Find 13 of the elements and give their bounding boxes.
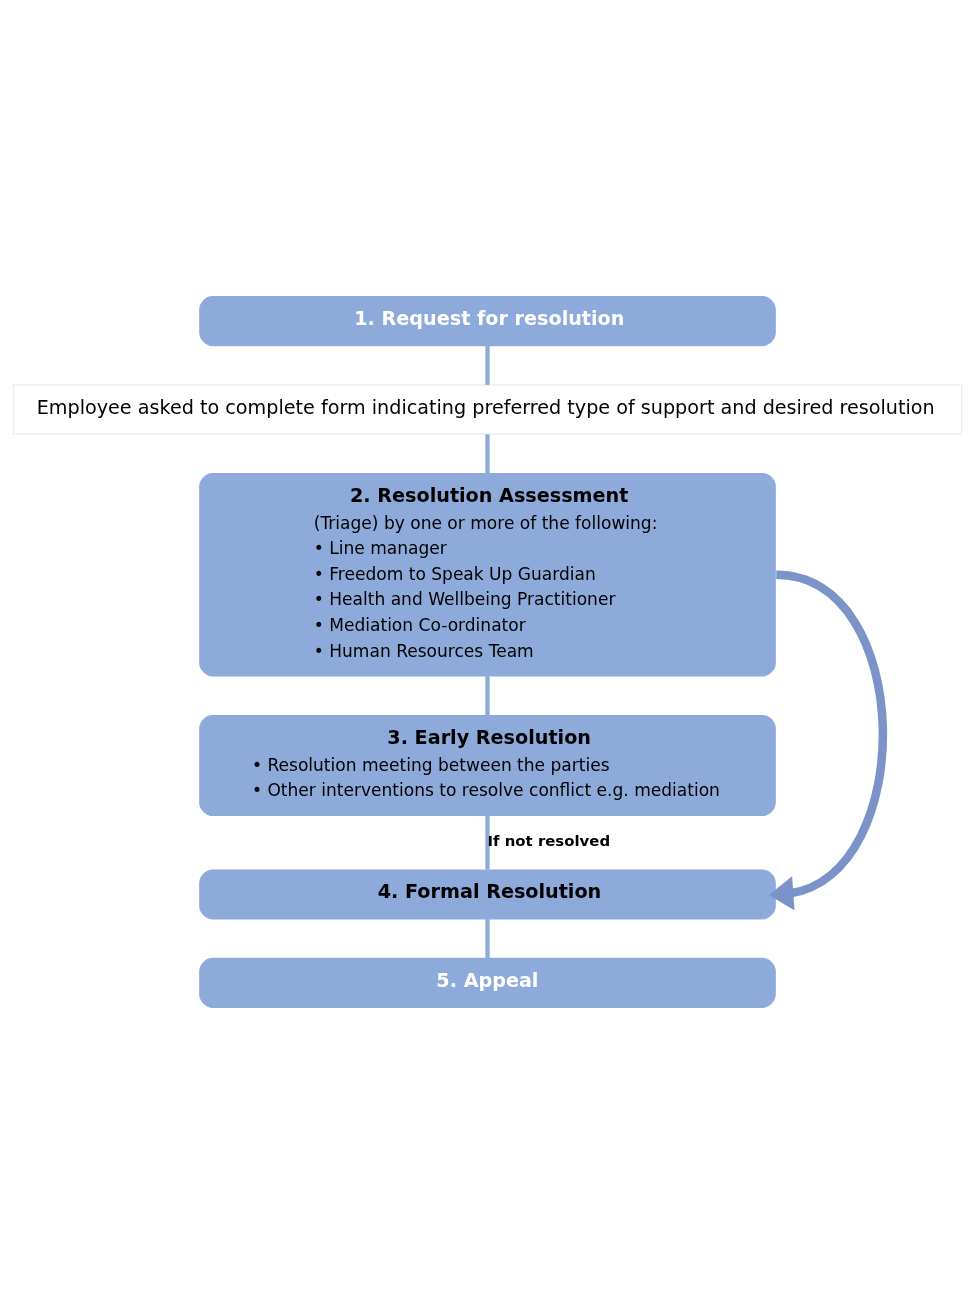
node-box: Employee asked to complete form indicating preferred type of support and desired resolution: [12, 384, 962, 435]
node-box: 1. Request for resolution: [198, 296, 776, 347]
connector: [484, 815, 490, 870]
connector: [484, 676, 490, 716]
connector: [484, 919, 490, 959]
connector: [484, 434, 490, 474]
node-box: 3. Early Resolution • Resolution meeting between the parties • Other interventions to resolve conflict e.g. mediation: [198, 714, 776, 817]
node-box: 2. Resolution Assessment (Triage) by one or more of the following: • Line manager • Freedom to Speak Up Guardian • Health and Wellbeing Practitioner • Mediation Co-ordinator • Human Resources Team: [198, 472, 776, 677]
node-box: 4. Formal Resolution: [198, 869, 776, 920]
edge-label: If not resolved: [487, 831, 610, 850]
arrow: [768, 570, 887, 911]
node-box: 5. Appeal: [198, 957, 776, 1008]
connector: [484, 345, 490, 385]
